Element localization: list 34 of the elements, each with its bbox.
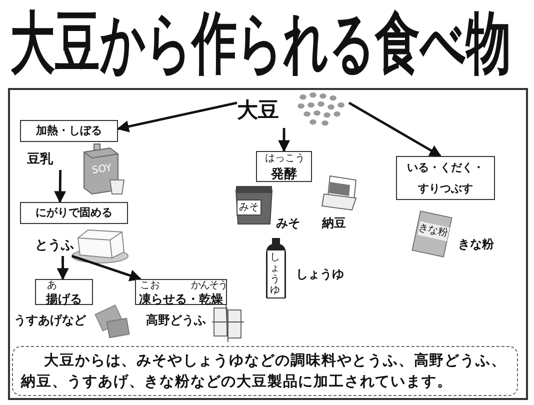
box-text: 揚げる	[46, 292, 82, 306]
product-label: うすあげなど	[14, 314, 86, 328]
product-label: しょうゆ	[296, 268, 344, 282]
process-box: にがりで固める	[20, 202, 128, 224]
package-text: しょうゆ	[270, 252, 280, 296]
arrow	[72, 254, 142, 282]
heading-label: 大豆	[237, 97, 279, 124]
process-box	[135, 279, 227, 305]
box-text: 凍らせる・乾燥	[139, 292, 223, 306]
process-box: いる・くだく・すりつぶす	[396, 156, 495, 200]
product-label: 高野どうふ	[146, 314, 206, 328]
summary-note: 大豆からは、みそやしょうゆなどの調味料やとうふ、高野どうふ、納豆、うすあげ、きな粉などの大豆製品に加工されています。	[12, 346, 518, 396]
package-text: みそ	[239, 202, 259, 214]
process-box	[256, 151, 312, 182]
furigana: こお	[140, 281, 160, 291]
arrow	[278, 128, 290, 152]
arrow	[56, 256, 69, 280]
box-text: 発酵	[271, 167, 297, 182]
furigana: あ	[47, 281, 57, 291]
product-label: 納豆	[322, 217, 346, 231]
process-box	[35, 279, 93, 305]
furigana: かんそう	[191, 281, 227, 291]
product-label: きな粉	[458, 238, 494, 252]
product-label: 豆乳	[27, 150, 64, 170]
title: 大豆から作られる食べ物	[10, 3, 511, 84]
product-label: みそ	[276, 217, 300, 231]
arrow	[54, 170, 66, 204]
arrow	[116, 102, 238, 132]
arrow	[348, 102, 442, 158]
product-label: とうふ	[35, 236, 72, 256]
package-text: きな粉	[417, 222, 449, 240]
process-box: 加熱・しぼる	[20, 120, 118, 142]
furigana: はっこう	[265, 154, 305, 164]
package-text: SOY	[91, 162, 112, 177]
